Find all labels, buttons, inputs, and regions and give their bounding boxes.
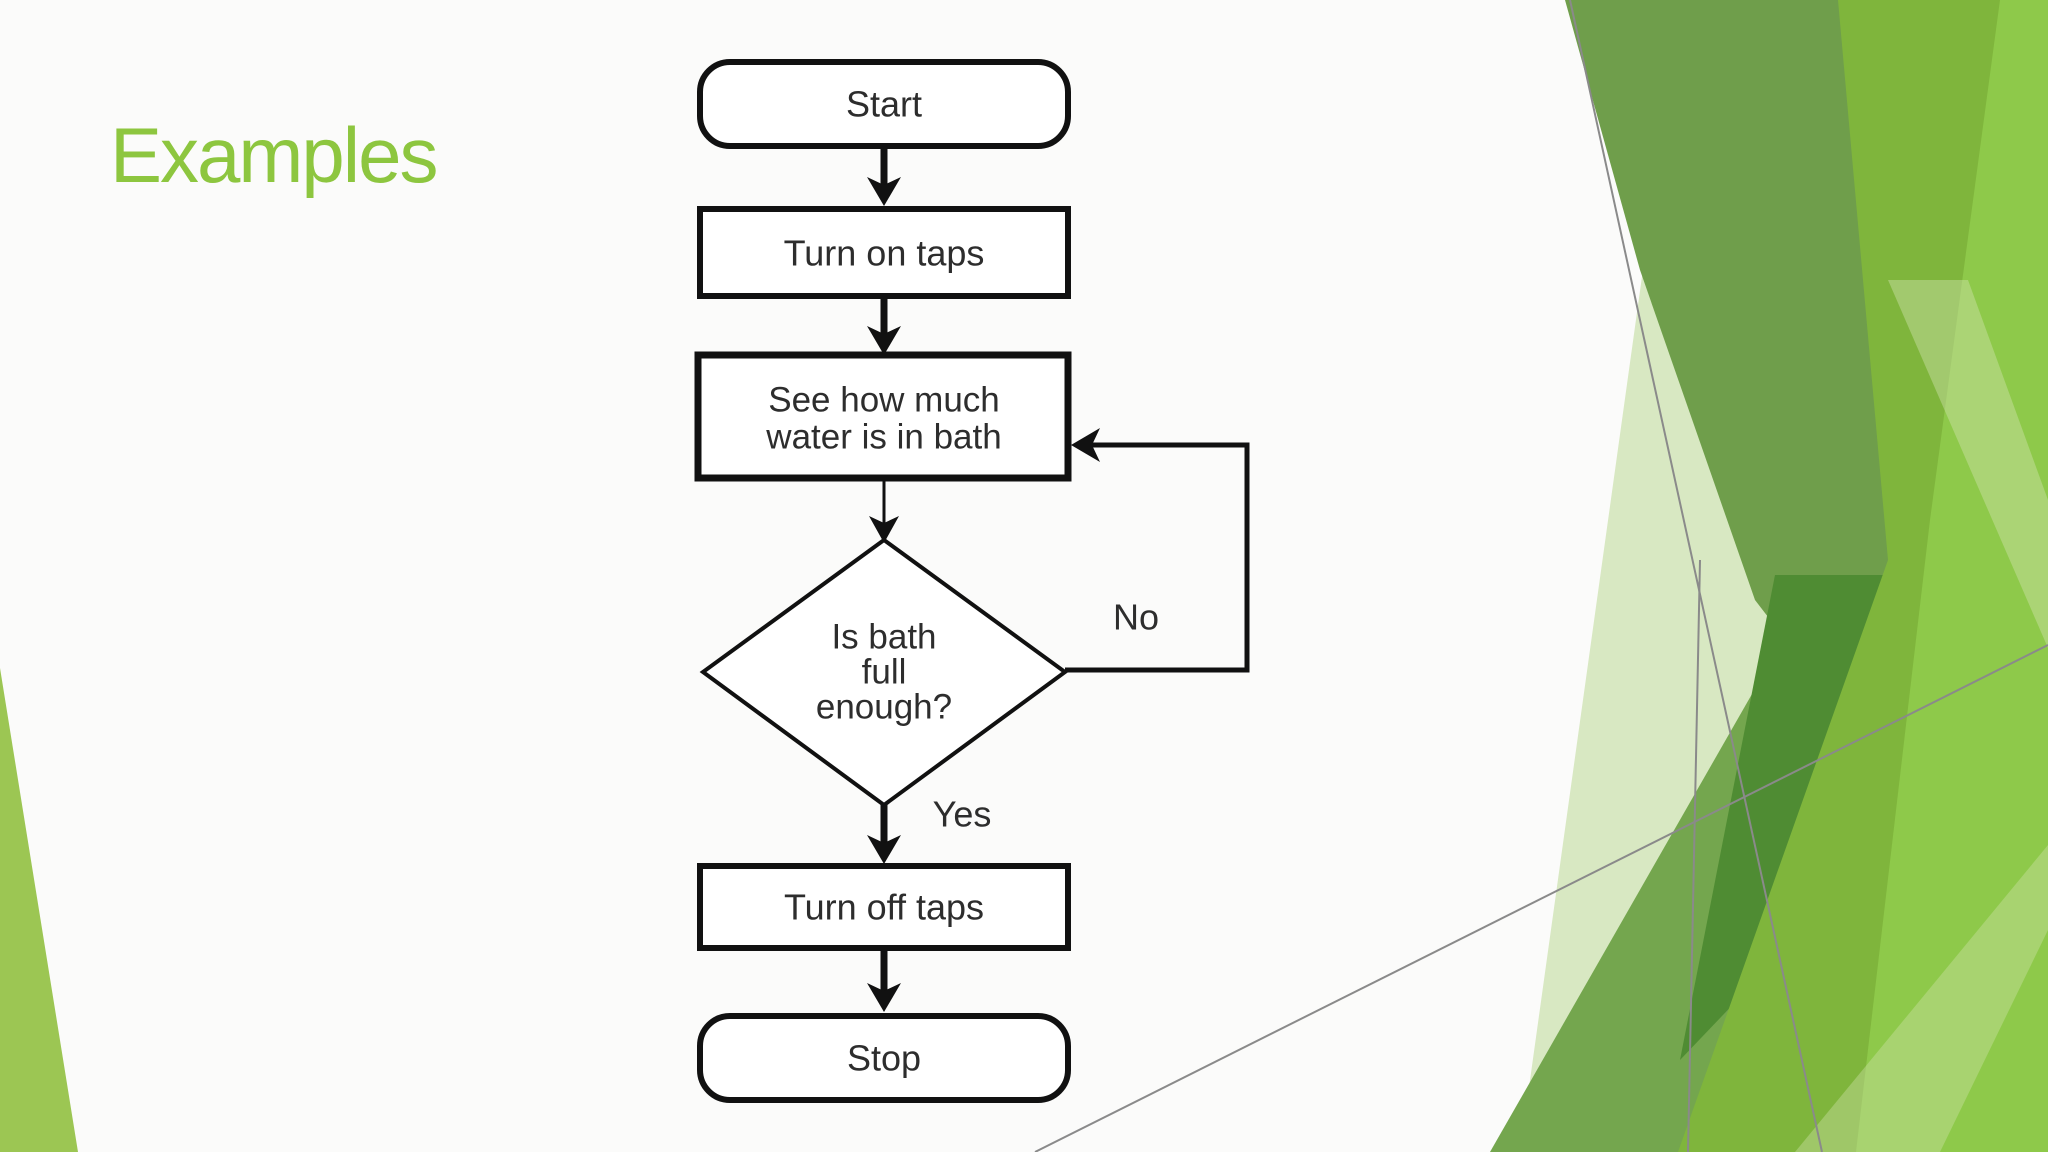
decoration-light-right-band xyxy=(1856,0,2048,1152)
flowchart-node-turn-on-taps xyxy=(697,206,1071,299)
flowchart-node-turn-off-taps-label: Turn off taps xyxy=(784,887,984,928)
edge-turnoff-to-stop-arrowhead-icon xyxy=(867,983,901,1012)
flowchart-node-turn-off-taps xyxy=(697,863,1071,951)
decoration-left-wedge xyxy=(0,668,78,1152)
flowchart-node-decision-label-line3: enough? xyxy=(816,688,952,727)
decoration-thin-line-2 xyxy=(1034,644,2048,1152)
edge-see-to-decision-arrowhead-icon xyxy=(869,516,899,543)
flowchart: Start Turn on taps See how much water is… xyxy=(694,59,1250,1103)
flowchart-node-see-water-label-line1: See how much xyxy=(768,381,1000,420)
edge-no-loop-connector xyxy=(1065,442,1250,673)
slide-title: Examples xyxy=(110,111,436,199)
decoration-pale-band-top xyxy=(1888,280,2048,648)
edge-decision-to-turnoff-arrowhead-icon xyxy=(867,835,901,864)
edge-no-loop-arrowhead-icon xyxy=(1071,428,1100,462)
flowchart-node-decision-label-line1: Is bath xyxy=(831,618,936,657)
edge-turnon-to-see-arrowhead-icon xyxy=(867,326,901,355)
flowchart-node-decision-label-line2: full xyxy=(862,653,907,692)
flowchart-node-turn-on-taps-label: Turn on taps xyxy=(784,233,985,274)
flowchart-node-see-water-label-line2: water is in bath xyxy=(765,418,1001,457)
edge-label-no: No xyxy=(1113,597,1159,638)
edge-start-to-turnon-arrowhead-icon xyxy=(867,177,901,206)
flowchart-node-stop xyxy=(697,1013,1071,1103)
decoration-thin-line-3 xyxy=(1687,559,1701,1152)
flowchart-node-see-water xyxy=(694,351,1072,482)
edge-label-yes: Yes xyxy=(933,794,992,835)
decoration-thin-line-1 xyxy=(1569,0,1823,1152)
flowchart-node-start-label: Start xyxy=(846,84,922,125)
decoration-pale-band-bottom xyxy=(1795,845,2048,1152)
flowchart-node-stop-label: Stop xyxy=(847,1038,921,1079)
